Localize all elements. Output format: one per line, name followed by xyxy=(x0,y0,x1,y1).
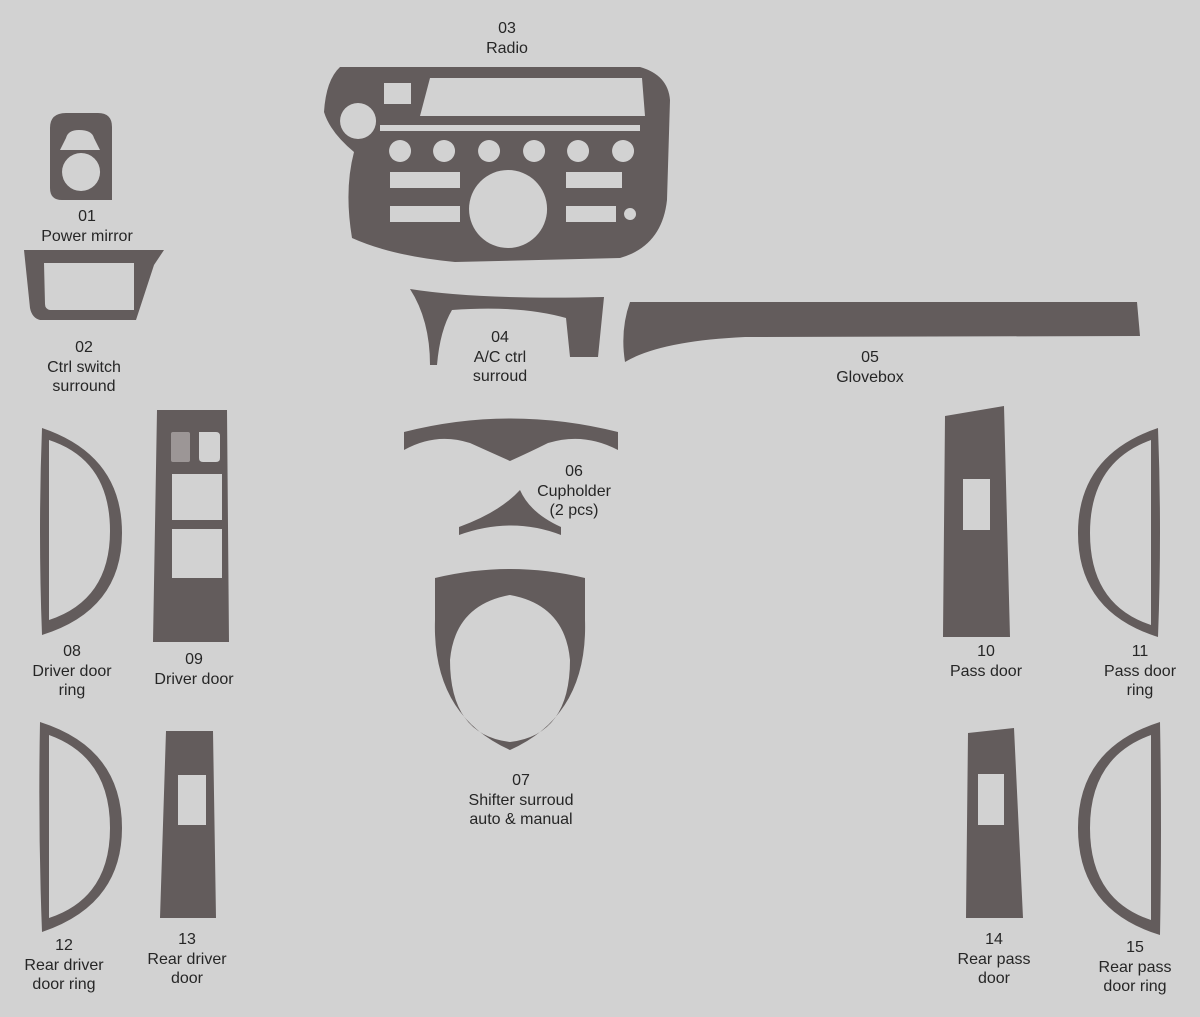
part-13-name-line1: Rear driver xyxy=(147,950,227,968)
part-07-name-line1: Shifter surroud xyxy=(468,791,574,809)
part-04-ac-ctrl-surround-shape xyxy=(410,289,604,365)
part-04-label: 04 A/C ctrl surroud xyxy=(473,328,527,387)
part-10-label: 10 Pass door xyxy=(950,642,1022,681)
part-13-name-line2: door xyxy=(170,970,204,987)
part-14-number: 14 xyxy=(985,931,1003,948)
part-09-driver-door-shape xyxy=(153,410,229,642)
part-03-name: Radio xyxy=(486,39,528,57)
part-08-label: 08 Driver door ring xyxy=(32,642,111,701)
part-06-cupholder-shape xyxy=(404,418,618,535)
part-12-rear-driver-door-ring-shape xyxy=(39,722,123,932)
part-13-rear-driver-door-shape xyxy=(160,731,216,918)
part-10-pass-door-shape xyxy=(943,406,1010,637)
part-04-number: 04 xyxy=(491,329,509,346)
part-06-name-line1: Cupholder xyxy=(537,482,611,500)
part-08-driver-door-ring-shape xyxy=(40,428,122,635)
part-12-name-line1: Rear driver xyxy=(24,956,104,974)
part-07-label: 07 Shifter surroud auto & manual xyxy=(469,771,574,830)
part-05-number: 05 xyxy=(861,349,879,366)
part-02-number: 02 xyxy=(75,339,93,356)
part-09-label: 09 Driver door xyxy=(154,650,233,689)
part-13-number: 13 xyxy=(178,931,196,948)
part-08-number: 08 xyxy=(63,643,81,660)
part-03-radio-shape xyxy=(324,67,670,262)
part-02-ctrl-switch-surround-shape xyxy=(24,250,164,320)
part-07-name-line2: auto & manual xyxy=(469,811,573,828)
part-03-label: 03 Radio xyxy=(486,19,528,58)
part-01-name: Power mirror xyxy=(41,227,133,245)
part-10-name: Pass door xyxy=(949,662,1023,680)
part-15-number: 15 xyxy=(1126,939,1144,956)
part-11-name-line1: Pass door xyxy=(1103,662,1177,680)
part-09-number: 09 xyxy=(185,651,203,668)
part-15-label: 15 Rear pass door ring xyxy=(1099,938,1172,997)
part-07-number: 07 xyxy=(512,772,530,789)
part-01-label: 01 Power mirror xyxy=(41,207,133,246)
part-05-name: Glovebox xyxy=(836,368,904,386)
part-04-name-line1: A/C ctrl xyxy=(473,348,527,366)
part-02-name-line2: surround xyxy=(52,378,116,395)
part-02-name-line1: Ctrl switch xyxy=(47,358,121,376)
part-11-name-line2: ring xyxy=(1126,682,1154,699)
part-14-name-line1: Rear pass xyxy=(957,950,1031,968)
part-08-name-line1: Driver door xyxy=(32,662,112,680)
part-06-number: 06 xyxy=(565,463,583,480)
part-15-rear-pass-door-ring-shape xyxy=(1078,722,1161,935)
part-11-label: 11 Pass door ring xyxy=(1104,642,1176,701)
part-12-number: 12 xyxy=(55,937,73,954)
part-03-number: 03 xyxy=(498,20,516,37)
part-15-name-line1: Rear pass xyxy=(1098,958,1172,976)
part-11-number: 11 xyxy=(1131,643,1149,660)
part-11-pass-door-ring-shape xyxy=(1078,428,1160,637)
part-12-label: 12 Rear driver door ring xyxy=(24,936,103,995)
part-08-name-line2: ring xyxy=(58,682,86,699)
part-15-name-line2: door ring xyxy=(1103,978,1167,995)
part-05-label: 05 Glovebox xyxy=(836,348,904,387)
part-06-name-line2: (2 pcs) xyxy=(549,502,599,519)
part-05-glovebox-shape xyxy=(623,302,1140,362)
part-12-name-line2: door ring xyxy=(32,976,96,993)
part-14-label: 14 Rear pass door xyxy=(958,930,1031,989)
part-07-shifter-surround-shape xyxy=(434,569,586,750)
part-14-rear-pass-door-shape xyxy=(966,728,1023,918)
part-10-number: 10 xyxy=(977,643,995,660)
part-09-name: Driver door xyxy=(154,670,234,688)
part-06-label: 06 Cupholder (2 pcs) xyxy=(537,462,611,521)
part-01-power-mirror-shape xyxy=(50,113,112,200)
part-14-name-line2: door xyxy=(977,970,1011,987)
part-13-label: 13 Rear driver door xyxy=(147,930,226,989)
part-01-number: 01 xyxy=(78,208,96,225)
part-04-name-line2: surroud xyxy=(472,368,528,385)
part-02-label: 02 Ctrl switch surround xyxy=(47,338,121,397)
